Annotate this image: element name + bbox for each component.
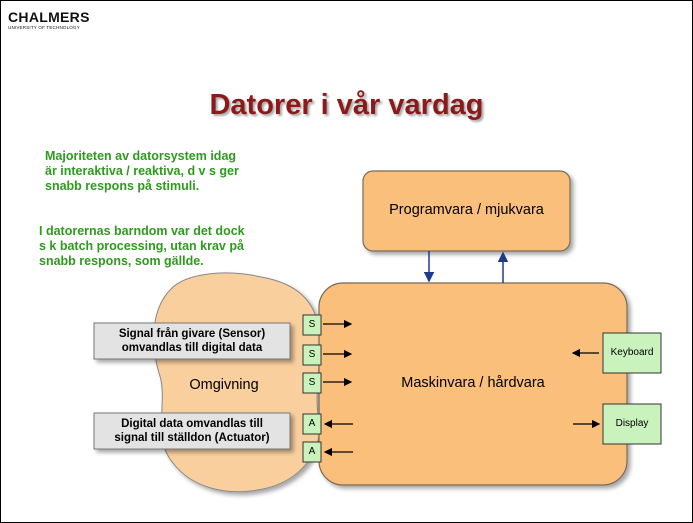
paragraph-line: s k batch processing, utan krav på [39,239,244,253]
sensor-callout-line: Signal från givare (Sensor) [118,328,266,340]
keyboard-box [602,332,662,374]
environment-label: Omgivning [189,377,259,393]
paragraph-line: Majoriteten av datorsystem idag [45,149,237,163]
paragraph-line: snabb respons, som gällde. [39,254,204,268]
paragraph-line: I datorernas barndom var det dock [39,224,245,238]
software-box [362,170,571,252]
paragraph-batch: I datorernas barndom var det dock s k ba… [39,224,245,269]
actuator-callout: Digital data omvandlas till signal till … [94,417,290,445]
display-box [602,403,662,445]
port-s1-label: S [308,319,316,330]
paragraph-interactive: Majoriteten av datorsystem idag är inter… [45,149,239,194]
actuator-callout-box [93,412,291,450]
hardware-label: Maskinvara / hårdvara [401,375,545,391]
port-s1 [302,314,322,336]
port-a1 [302,413,322,435]
paragraph-line: snabb respons på stimuli. [45,179,200,193]
port-a2-label: A [308,446,316,457]
sensor-callout-box [93,322,291,360]
sensor-callout: Signal från givare (Sensor) omvandlas ti… [94,327,290,355]
paragraph-line: är interaktiva / reaktiva, d v s ger [45,164,239,178]
port-a2 [302,441,322,463]
actuator-callout-line: signal till ställdon (Actuator) [114,432,270,444]
page-title: Datorer i vår vardag [209,89,484,121]
keyboard-label: Keyboard [610,347,654,358]
sensor-callout-line: omvandlas till digital data [121,342,263,354]
port-a1-label: A [308,418,316,429]
software-label: Programvara / mjukvara [389,202,544,218]
brand-name: CHALMERS [8,9,90,25]
chalmers-logo: CHALMERS UNIVERSITY OF TECHNOLOGY [8,10,90,30]
port-s3-label: S [308,377,316,388]
port-s2 [302,344,322,366]
port-s3 [302,372,322,394]
display-label: Display [615,418,649,429]
brand-subtitle: UNIVERSITY OF TECHNOLOGY [8,25,80,30]
actuator-callout-line: Digital data omvandlas till [121,418,263,430]
port-s2-label: S [308,349,316,360]
